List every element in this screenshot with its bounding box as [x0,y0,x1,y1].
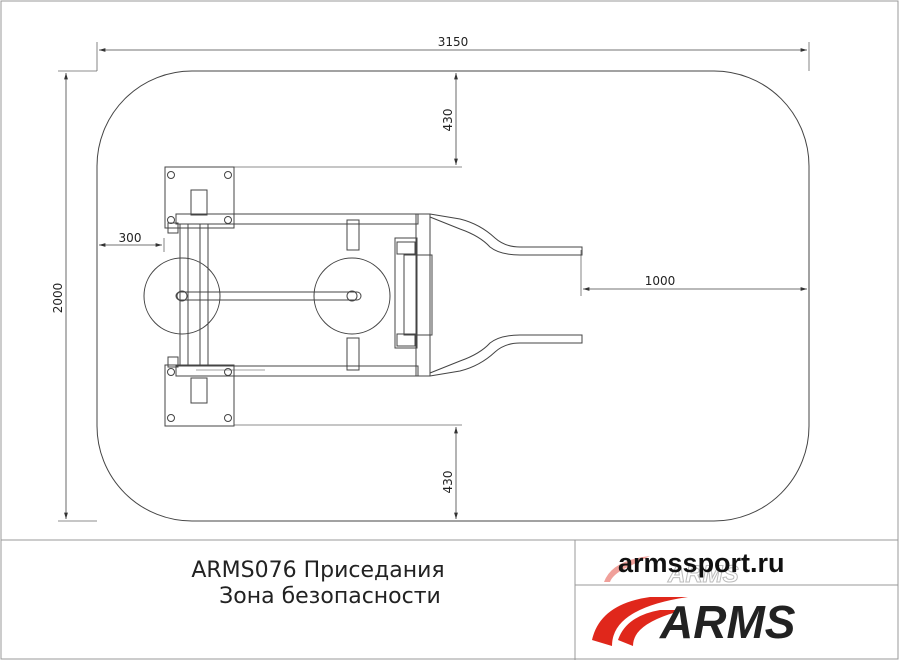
handle-bottom [429,334,583,377]
dimension-bottom-clearance-label: 430 [441,471,455,494]
dimension-left-clearance-label: 300 [119,231,142,245]
brand-ghost-text: ARMS [667,561,739,588]
weight-plate-right [313,257,391,335]
brand-logo-text: ARMS [659,596,796,648]
barbell [175,291,362,301]
dimension-height-label: 2000 [51,283,65,314]
base-plate-bottom [164,364,235,427]
dimension-right-clearance-label: 1000 [645,274,676,288]
dimension-bottom-clearance: 430 [234,424,462,519]
handle-top [429,213,583,256]
safety-zone-outline [96,70,810,522]
weight-plate-left [143,257,221,335]
dimension-height: 2000 [51,70,97,522]
base-plate-top [164,166,235,229]
arms-swoosh-icon [592,597,688,646]
ghost-swoosh-icon [604,556,650,582]
dimension-top-clearance-label: 430 [441,109,455,132]
site-logo-area: ARMS armssport.ru ARMS [592,548,796,648]
dimension-top-clearance: 430 [234,73,462,168]
frame-rail-top [175,213,419,225]
frame-rail-bottom [175,365,419,377]
dimension-width-label: 3150 [438,35,469,49]
site-url: armssport.ru [618,548,785,578]
arms-swoosh-inner-icon [618,610,684,646]
title-line-1: ARMS076 Приседания [191,558,444,583]
title-line-2: Зона безопасности [219,584,441,609]
dimension-right-clearance: 1000 [580,250,807,296]
dimension-width: 3150 [96,35,810,71]
dimension-left-clearance: 300 [99,231,165,252]
squat-machine-top-view [143,166,583,427]
